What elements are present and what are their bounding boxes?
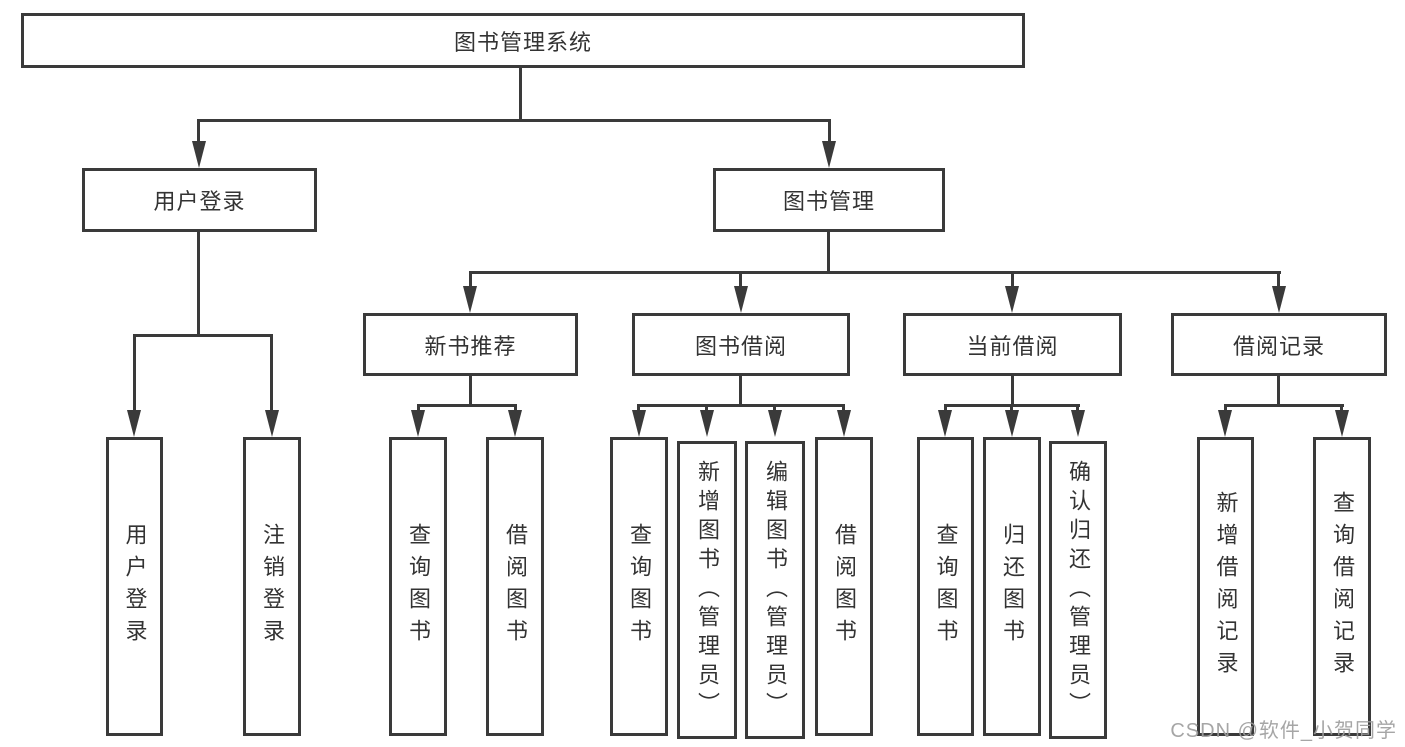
arrow-down-icon xyxy=(700,410,714,437)
arrow-down-icon xyxy=(508,410,522,437)
arrow-down-icon xyxy=(632,410,646,437)
connector-line xyxy=(198,119,831,122)
leaf-query-borrow-record: 查询借阅记录 xyxy=(1313,437,1371,736)
leaf-borrow-books-borrowing: 借阅图书 xyxy=(815,437,873,736)
connector-line xyxy=(514,404,517,414)
leaf-label: 查询借阅记录 xyxy=(1330,490,1355,683)
arrow-down-icon xyxy=(1218,410,1232,437)
node-user-login: 用户登录 xyxy=(82,168,317,232)
connector-line xyxy=(1011,376,1014,406)
connector-line xyxy=(705,404,708,414)
leaf-query-books-current: 查询图书 xyxy=(917,437,974,736)
leaf-label: 新增借阅记录 xyxy=(1213,490,1239,683)
leaf-confirm-return-admin: 确认归还（管理员） xyxy=(1049,441,1107,739)
connector-line xyxy=(469,376,472,406)
connector-line xyxy=(773,404,776,414)
node-label: 图书管理系统 xyxy=(453,29,592,55)
connector-line xyxy=(637,404,640,414)
leaf-logout: 注销登录 xyxy=(243,437,301,736)
connector-line xyxy=(739,376,742,406)
arrow-down-icon xyxy=(1272,286,1286,313)
node-book-borrowing: 图书借阅 xyxy=(632,313,850,376)
arrow-down-icon xyxy=(734,286,748,313)
leaf-label: 新增图书（管理员） xyxy=(695,459,720,721)
connector-line xyxy=(197,119,200,144)
connector-line xyxy=(1011,271,1014,289)
connector-line xyxy=(739,271,742,289)
node-borrowing-records: 借阅记录 xyxy=(1171,313,1387,376)
leaf-query-books-borrowing: 查询图书 xyxy=(610,437,668,736)
leaf-user-login: 用户登录 xyxy=(106,437,163,736)
leaf-add-book-admin: 新增图书（管理员） xyxy=(677,441,737,739)
arrow-down-icon xyxy=(1005,286,1019,313)
connector-line xyxy=(1277,271,1280,289)
node-current-borrowing: 当前借阅 xyxy=(903,313,1122,376)
connector-line xyxy=(133,334,136,412)
connector-line xyxy=(1277,376,1280,406)
arrow-down-icon xyxy=(1335,410,1349,437)
leaf-edit-book-admin: 编辑图书（管理员） xyxy=(745,441,805,739)
arrow-down-icon xyxy=(127,410,141,437)
leaf-label: 查询图书 xyxy=(627,522,652,651)
arrow-down-icon xyxy=(822,141,836,168)
connector-line xyxy=(1224,404,1344,407)
arrow-down-icon xyxy=(463,286,477,313)
connector-line xyxy=(1010,404,1013,414)
connector-line xyxy=(417,404,420,414)
connector-line xyxy=(828,119,831,144)
node-book-management: 图书管理 xyxy=(713,168,945,232)
arrow-down-icon xyxy=(411,410,425,437)
leaf-label: 编辑图书（管理员） xyxy=(763,459,788,721)
node-label: 图书借阅 xyxy=(694,333,787,359)
arrow-down-icon xyxy=(938,410,952,437)
connector-line xyxy=(1224,404,1227,414)
connector-line xyxy=(270,334,273,412)
arrow-down-icon xyxy=(837,410,851,437)
leaf-label: 查询图书 xyxy=(933,522,959,651)
leaf-add-borrow-record: 新增借阅记录 xyxy=(1197,437,1254,736)
arrow-down-icon xyxy=(192,141,206,168)
connector-line xyxy=(469,271,1281,274)
connector-line xyxy=(133,334,273,337)
connector-line xyxy=(519,68,522,120)
node-label: 图书管理 xyxy=(782,189,875,214)
node-label: 借阅记录 xyxy=(1232,333,1325,359)
connector-line xyxy=(638,404,845,407)
leaf-return-book: 归还图书 xyxy=(983,437,1041,736)
connector-line xyxy=(197,232,200,336)
connector-line xyxy=(827,232,830,274)
arrow-down-icon xyxy=(1005,410,1019,437)
node-new-book-recommend: 新书推荐 xyxy=(363,313,578,376)
connector-line xyxy=(842,404,845,414)
arrow-down-icon xyxy=(1071,410,1085,437)
arrow-down-icon xyxy=(265,410,279,437)
connector-line xyxy=(417,404,517,407)
leaf-label: 借阅图书 xyxy=(832,522,857,651)
leaf-label: 借阅图书 xyxy=(503,522,528,651)
leaf-label: 注销登录 xyxy=(260,522,285,651)
arrow-down-icon xyxy=(768,410,782,437)
leaf-label: 确认归还（管理员） xyxy=(1066,459,1091,721)
node-library-management-system: 图书管理系统 xyxy=(21,13,1025,68)
connector-line xyxy=(469,271,472,289)
node-label: 新书推荐 xyxy=(424,333,517,359)
leaf-label: 用户登录 xyxy=(122,522,148,651)
leaf-label: 归还图书 xyxy=(1000,522,1025,651)
connector-line xyxy=(1076,404,1079,414)
leaf-borrow-books-recommend: 借阅图书 xyxy=(486,437,544,736)
connector-line xyxy=(944,404,947,414)
node-label: 用户登录 xyxy=(153,189,246,214)
connector-line xyxy=(1340,404,1343,414)
leaf-query-books-recommend: 查询图书 xyxy=(389,437,447,736)
leaf-label: 查询图书 xyxy=(406,522,431,651)
node-label: 当前借阅 xyxy=(966,333,1059,359)
watermark-text: CSDN @软件_小贺同学 xyxy=(1170,720,1397,742)
